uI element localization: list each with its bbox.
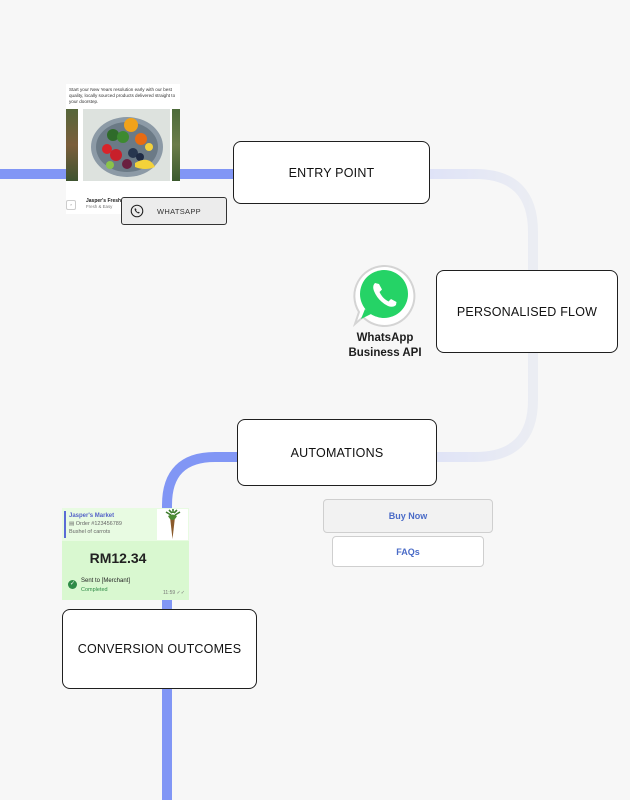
faqs-button[interactable]: FAQs xyxy=(332,536,484,567)
ad-brand-name: Jasper's Fresh xyxy=(86,198,122,204)
flow-line-conversion xyxy=(162,452,237,800)
carrot-bunch-icon xyxy=(157,509,188,540)
payment-card-header: Jasper's Market ▤ Order #123456789 Bushe… xyxy=(62,508,189,541)
ad-photo-produce-bowl xyxy=(83,109,170,181)
whatsapp-business-api-caption: WhatsApp Business API xyxy=(335,331,435,361)
payment-merchant-name: Jasper's Market xyxy=(69,513,115,519)
stage-personalised-flow-label: PERSONALISED FLOW xyxy=(456,304,598,319)
ad-preview-card: Start your New Years resolution early wi… xyxy=(66,84,180,214)
stage-personalised-flow: PERSONALISED FLOW xyxy=(436,270,618,353)
stage-conversion-outcomes: CONVERSION OUTCOMES xyxy=(62,609,257,689)
stage-entry-point-label: ENTRY POINT xyxy=(288,165,375,180)
whatsapp-cta-button[interactable]: WHATSAPP xyxy=(121,197,227,225)
phone-icon xyxy=(130,204,144,218)
payment-item-name: Bushel of carrots xyxy=(69,529,111,535)
stage-automations-label: AUTOMATIONS xyxy=(290,445,384,460)
whatsapp-caption-line-1: WhatsApp xyxy=(356,332,414,344)
buy-now-button[interactable]: Buy Now xyxy=(323,499,493,533)
whatsapp-cta-label: WHATSAPP xyxy=(157,206,201,216)
sent-check-icon: ✓ xyxy=(68,580,77,589)
stage-conversion-outcomes-label: CONVERSION OUTCOMES xyxy=(77,642,242,656)
ad-photo-side-right xyxy=(172,109,180,181)
whatsapp-caption-line-2: Business API xyxy=(348,347,422,359)
payment-state-text: Completed xyxy=(81,587,108,593)
ad-photo-side-left xyxy=(66,109,78,181)
payment-card-accent-bar xyxy=(64,511,66,538)
payment-timestamp: 11:59 ✓✓ xyxy=(163,590,185,596)
ad-carousel-chip[interactable]: › xyxy=(66,200,76,210)
ad-copy-text: Start your New Years resolution early wi… xyxy=(69,87,176,104)
payment-order-number: ▤ Order #123456789 xyxy=(69,521,122,527)
stage-automations: AUTOMATIONS xyxy=(237,419,437,486)
payment-confirmation-card: Jasper's Market ▤ Order #123456789 Bushe… xyxy=(62,508,189,600)
payment-status-text: Sent to [Merchant] xyxy=(81,578,131,584)
whatsapp-icon xyxy=(352,264,416,328)
stage-entry-point: ENTRY POINT xyxy=(233,141,430,204)
ad-brand-tagline: Fresh & Easy xyxy=(86,204,113,209)
payment-amount: RM12.34 xyxy=(89,550,147,566)
